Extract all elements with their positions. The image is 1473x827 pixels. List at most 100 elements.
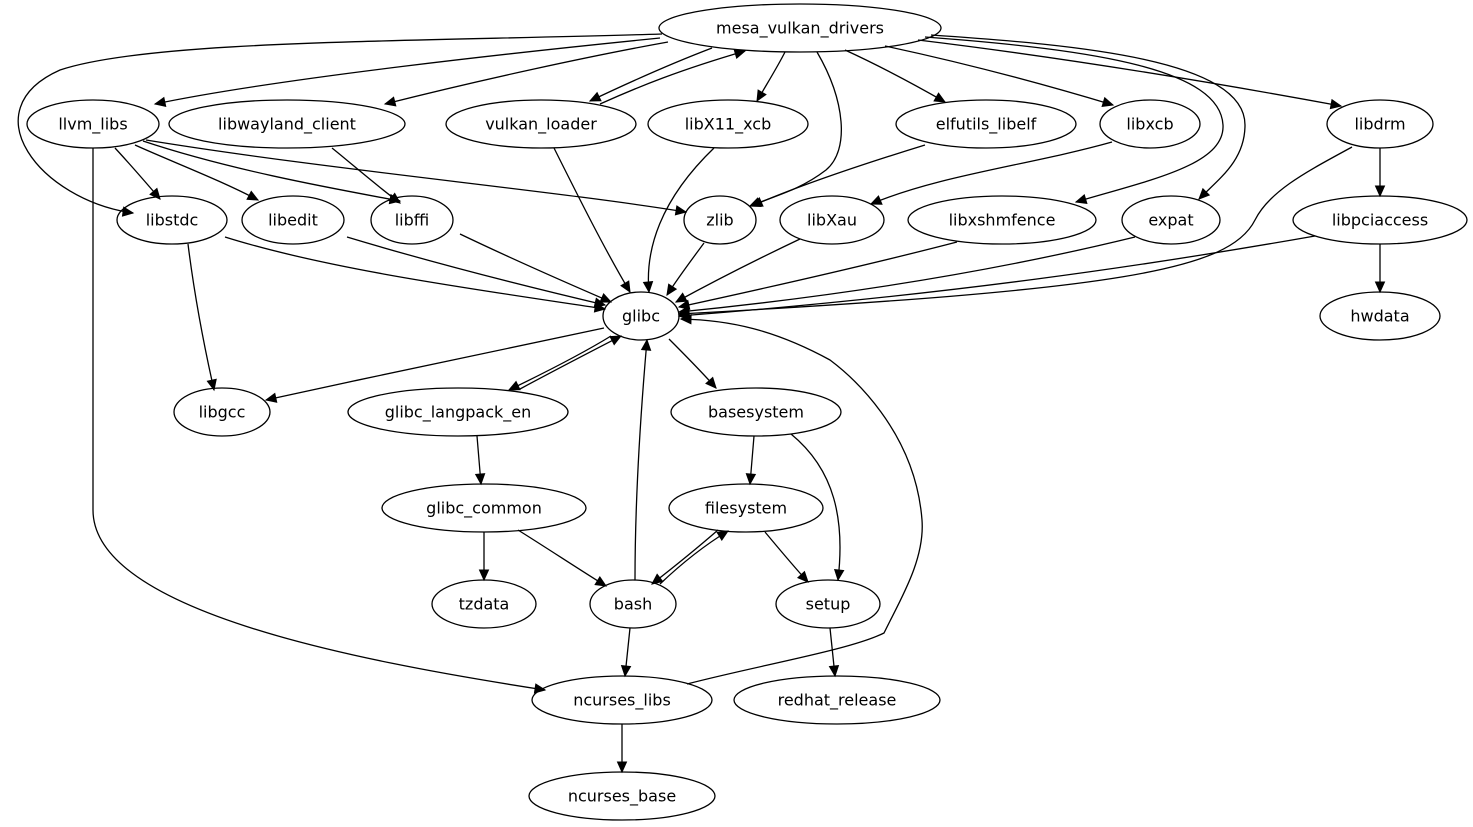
edge-libedit-to-glibc bbox=[346, 236, 607, 308]
edge-glibc_common-to-bash bbox=[517, 529, 608, 587]
edge-line bbox=[589, 47, 713, 102]
node-hwdata[interactable]: hwdata bbox=[1319, 291, 1441, 341]
node-zlib[interactable]: zlib bbox=[683, 195, 757, 245]
edge-glibc_langpack_en-to-glibc bbox=[519, 335, 623, 390]
node-ellipse bbox=[670, 387, 842, 437]
node-libstdc[interactable]: libstdc bbox=[116, 195, 228, 245]
node-glibc[interactable]: glibc bbox=[602, 291, 680, 341]
node-filesystem[interactable]: filesystem bbox=[668, 483, 824, 533]
arrowhead-icon bbox=[383, 96, 397, 107]
edge-libpciaccess-to-glibc bbox=[677, 235, 1316, 321]
edge-filesystem-to-bash bbox=[651, 529, 719, 585]
edge-mesa_vulkan_drivers-to-llvm_libs bbox=[153, 37, 661, 108]
edge-line bbox=[751, 144, 926, 207]
node-ellipse bbox=[775, 579, 881, 629]
node-mesa_vulkan_drivers[interactable]: mesa_vulkan_drivers bbox=[658, 3, 942, 53]
arrowhead-icon bbox=[1101, 96, 1115, 108]
arrowhead-icon bbox=[121, 206, 135, 217]
node-libXau[interactable]: libXau bbox=[779, 195, 885, 245]
edge-bash-to-filesystem bbox=[659, 530, 730, 585]
edge-ncurses_libs-to-glibc bbox=[679, 313, 923, 685]
node-label: setup bbox=[806, 595, 851, 614]
edge-line bbox=[680, 318, 923, 685]
edge-vulkan_loader-to-glibc bbox=[553, 147, 631, 294]
node-ellipse bbox=[431, 579, 537, 629]
node-label: basesystem bbox=[708, 403, 804, 422]
arrowhead-icon bbox=[674, 205, 688, 216]
node-bash[interactable]: bash bbox=[589, 579, 677, 629]
node-ellipse bbox=[733, 675, 941, 725]
node-libpciaccess[interactable]: libpciaccess bbox=[1292, 195, 1468, 245]
edge-line bbox=[930, 34, 1246, 200]
edge-line bbox=[145, 139, 687, 213]
node-ncurses_base[interactable]: ncurses_base bbox=[528, 771, 716, 821]
node-label: libxcb bbox=[1126, 115, 1173, 134]
node-label: vulkan_loader bbox=[485, 115, 597, 135]
node-libgcc[interactable]: libgcc bbox=[173, 387, 271, 437]
node-label: glibc bbox=[622, 307, 660, 326]
edge-mesa_vulkan_drivers-to-libwayland_client bbox=[383, 41, 669, 107]
node-vulkan_loader[interactable]: vulkan_loader bbox=[445, 99, 637, 149]
node-ellipse bbox=[1326, 99, 1434, 149]
node-libdrm[interactable]: libdrm bbox=[1326, 99, 1434, 149]
arrowhead-icon bbox=[478, 569, 490, 582]
edge-line bbox=[675, 238, 801, 303]
edge-llvm_libs-to-libedit bbox=[134, 144, 260, 201]
node-redhat_release[interactable]: redhat_release bbox=[733, 675, 941, 725]
node-libwayland_client[interactable]: libwayland_client bbox=[168, 99, 406, 149]
node-label: libwayland_client bbox=[218, 115, 356, 135]
node-ellipse bbox=[907, 195, 1097, 245]
node-libX11_xcb[interactable]: libX11_xcb bbox=[647, 99, 809, 149]
node-setup[interactable]: setup bbox=[775, 579, 881, 629]
arrowhead-icon bbox=[1198, 187, 1211, 200]
edge-line bbox=[647, 147, 715, 293]
edge-line bbox=[92, 148, 546, 691]
node-label: libxshmfence bbox=[949, 211, 1056, 230]
edge-mesa_vulkan_drivers-to-vulkan_loader bbox=[588, 47, 713, 102]
edge-line bbox=[265, 327, 605, 401]
node-ellipse bbox=[1099, 99, 1201, 149]
edge-line bbox=[599, 50, 746, 105]
arrowhead-icon bbox=[642, 281, 654, 294]
node-libxshmfence[interactable]: libxshmfence bbox=[907, 195, 1097, 245]
arrowhead-icon bbox=[745, 473, 757, 486]
node-ellipse bbox=[528, 771, 716, 821]
node-libffi[interactable]: libffi bbox=[370, 195, 454, 245]
arrowhead-icon bbox=[153, 96, 167, 108]
edge-bash-to-glibc bbox=[634, 338, 652, 581]
node-ellipse bbox=[168, 99, 406, 149]
node-ellipse bbox=[602, 291, 680, 341]
edge-line bbox=[553, 147, 631, 293]
node-ncurses_libs[interactable]: ncurses_libs bbox=[531, 675, 713, 725]
node-glibc_langpack_en[interactable]: glibc_langpack_en bbox=[347, 387, 569, 437]
node-tzdata[interactable]: tzdata bbox=[431, 579, 537, 629]
arrowhead-icon bbox=[869, 195, 883, 205]
edge-llvm_libs-to-zlib bbox=[145, 139, 688, 216]
edge-line bbox=[346, 236, 606, 306]
node-label: redhat_release bbox=[778, 691, 897, 711]
edge-line bbox=[678, 241, 958, 308]
edge-line bbox=[459, 233, 612, 303]
node-ellipse bbox=[1121, 195, 1221, 245]
arrowhead-icon bbox=[264, 392, 278, 403]
node-elfutils_libelf[interactable]: elfutils_libelf bbox=[895, 99, 1077, 149]
arrowhead-icon bbox=[609, 335, 623, 346]
node-ellipse bbox=[531, 675, 713, 725]
node-label: expat bbox=[1148, 211, 1193, 230]
arrowhead-icon bbox=[620, 280, 631, 294]
node-llvm_libs[interactable]: llvm_libs bbox=[26, 99, 160, 149]
node-libxcb[interactable]: libxcb bbox=[1099, 99, 1201, 149]
node-basesystem[interactable]: basesystem bbox=[670, 387, 842, 437]
node-libedit[interactable]: libedit bbox=[241, 195, 345, 245]
arrowhead-icon bbox=[1374, 281, 1386, 294]
edge-line bbox=[384, 41, 669, 105]
node-glibc_common[interactable]: glibc_common bbox=[381, 483, 587, 533]
edge-expat-to-glibc bbox=[677, 236, 1136, 317]
edge-line bbox=[790, 433, 841, 581]
edge-vulkan_loader-to-mesa_vulkan_drivers bbox=[599, 48, 747, 105]
node-ellipse bbox=[1319, 291, 1441, 341]
arrowhead-icon bbox=[750, 196, 764, 207]
node-expat[interactable]: expat bbox=[1121, 195, 1221, 245]
arrowhead-icon bbox=[756, 89, 767, 103]
node-ellipse bbox=[445, 99, 637, 149]
